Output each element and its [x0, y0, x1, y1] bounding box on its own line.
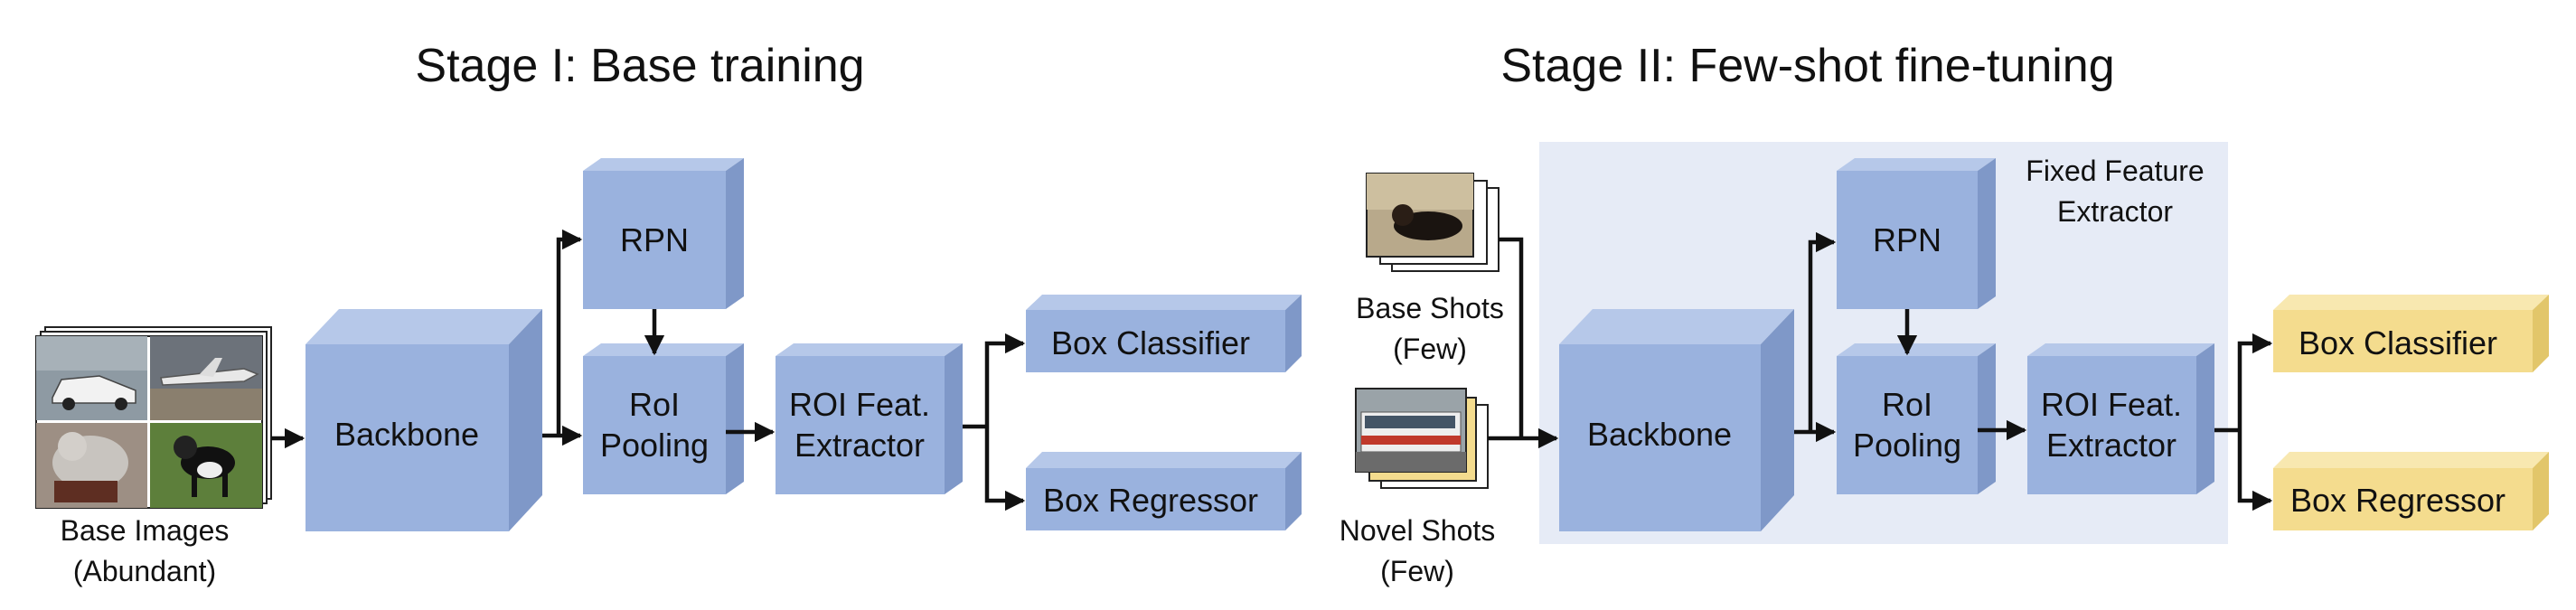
stage1-box-regressor-block	[1026, 452, 1302, 530]
stage2-backbone-label: Backbone	[1587, 416, 1732, 453]
stage1-roi-feat-label-line1: ROI Feat.	[789, 386, 930, 423]
novel-shots-label-line2: (Few)	[1380, 555, 1454, 587]
base-shots-thumbnail	[1366, 173, 1500, 272]
stage2-backbone-block	[1559, 309, 1794, 531]
stage1-rpn-block	[583, 158, 744, 309]
stage1-arrow-backbone-to-rpn	[556, 229, 583, 436]
stage1-arrow-to-box-regressor	[984, 427, 1026, 511]
base-images-label-line1: Base Images	[61, 514, 230, 547]
stage2-box-regressor-label: Box Regressor	[2290, 482, 2505, 519]
stage2-roi-feat-extractor-block	[2027, 343, 2214, 494]
base-images-label-line2: (Abundant)	[73, 555, 216, 587]
stage1-title: Stage I: Base training	[415, 40, 864, 92]
stage1-backbone-label: Backbone	[334, 416, 479, 453]
stage1-box-regressor-label: Box Regressor	[1043, 482, 1258, 519]
stage2-roi-feat-label-line1: ROI Feat.	[2041, 386, 2182, 423]
stage1-backbone-block	[306, 309, 542, 531]
stage1-box-classifier-label: Box Classifier	[1051, 324, 1250, 361]
stage2-rpn-label: RPN	[1873, 221, 1941, 258]
stage1-box-classifier-block	[1026, 295, 1302, 372]
stage1-roi-pooling-label-line2: Pooling	[600, 427, 709, 464]
fixed-feature-label-line1: Fixed Feature	[2026, 155, 2204, 187]
stage1-arrow-to-box-classifier	[984, 333, 1026, 427]
stage1-rpn-label: RPN	[620, 221, 689, 258]
stage1-roi-pooling-block	[583, 343, 744, 494]
stage2-arrow-to-box-classifier	[2237, 333, 2273, 430]
stage1-roi-feat-extractor-block	[776, 343, 963, 494]
stage1-roi-pooling-label-line1: RoI	[629, 386, 680, 423]
stage2-box-regressor-block	[2273, 452, 2549, 530]
base-shots-label-line1: Base Shots	[1356, 292, 1504, 324]
stage2-roi-pooling-label-line2: Pooling	[1853, 427, 1961, 464]
base-shots-label-line2: (Few)	[1393, 333, 1467, 365]
base-images-thumbnail	[35, 326, 272, 509]
stage2-arrow-backbone-to-rpn	[1808, 231, 1837, 432]
novel-shots-thumbnail	[1355, 388, 1489, 489]
stage2-box-classifier-block	[2273, 295, 2549, 372]
stage2-title: Stage II: Few-shot fine-tuning	[1500, 40, 2114, 92]
stage2-box-classifier-label: Box Classifier	[2299, 324, 2497, 361]
stage2-roi-pooling-label-line1: RoI	[1882, 386, 1932, 423]
stage2-rpn-block	[1837, 158, 1996, 309]
novel-shots-label-line1: Novel Shots	[1340, 514, 1496, 547]
stage2-arrow-to-box-regressor	[2237, 430, 2273, 511]
fixed-feature-label-line2: Extractor	[2057, 195, 2173, 228]
stage2-roi-feat-label-line2: Extractor	[2046, 427, 2176, 464]
stage1-roi-feat-label-line2: Extractor	[794, 427, 925, 464]
stage2-arrow-base-shots-merge	[1499, 237, 1524, 438]
